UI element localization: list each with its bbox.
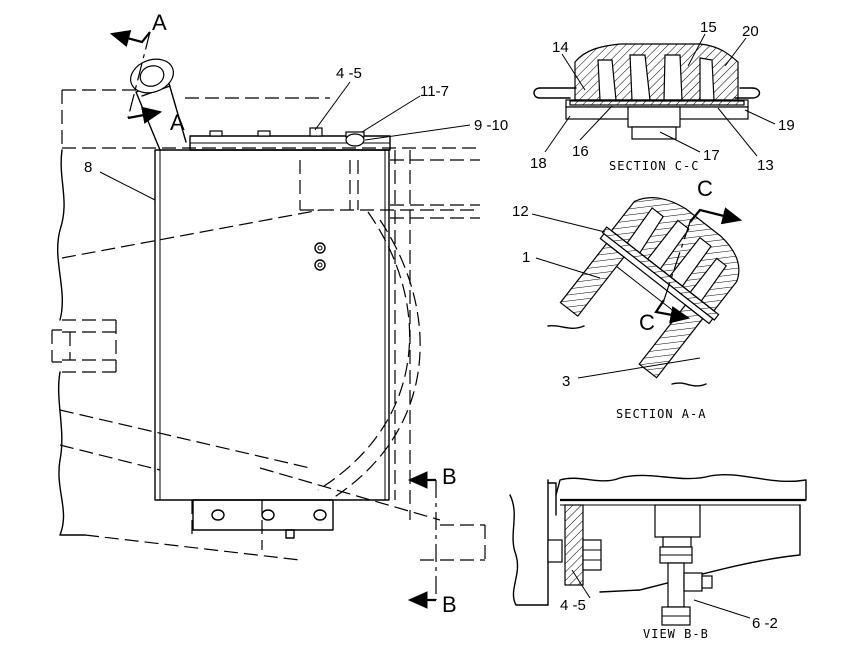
callout-20: 20: [742, 23, 759, 40]
callout-13: 13: [757, 157, 774, 174]
view-bb: [509, 473, 807, 626]
view-titles: SECTION C-C SECTION A-A VIEW B-B: [609, 159, 709, 641]
view-bb-title: VIEW B-B: [643, 627, 709, 641]
callout-4-5-top: 4 -5: [336, 65, 362, 82]
callout-4-5-bottom: 4 -5: [560, 597, 586, 614]
callout-8: 8: [84, 159, 92, 176]
section-marker-a-top: A: [152, 10, 167, 35]
callout-18: 18: [530, 155, 547, 172]
callout-19: 19: [778, 117, 795, 134]
section-cc-title: SECTION C-C: [609, 159, 699, 173]
section-marker-b-top: B: [442, 464, 457, 489]
section-cc-view: [533, 33, 776, 157]
callout-3: 3: [562, 373, 570, 390]
callout-14: 14: [552, 39, 569, 56]
callout-17: 17: [703, 147, 720, 164]
section-marker-b-bottom: B: [442, 592, 457, 617]
main-view: [51, 30, 486, 609]
section-aa-view: [531, 197, 743, 387]
section-marker-c-top: C: [697, 176, 713, 201]
section-markers: A A B B C C: [152, 10, 713, 617]
callout-15: 15: [700, 19, 717, 36]
section-aa-title: SECTION A-A: [616, 407, 706, 421]
callout-9-10: 9 -10: [474, 117, 508, 134]
section-marker-a-bottom: A: [170, 110, 185, 135]
callout-11-7: 11-7: [420, 83, 449, 100]
callout-6-2: 6 -2: [752, 615, 778, 632]
section-marker-c-bottom: C: [639, 310, 655, 335]
callout-12: 12: [512, 203, 529, 220]
callout-16: 16: [572, 143, 589, 160]
callout-labels: 4 -5 11-7 9 -10 8 14 15 20 19 18 16 17 1…: [84, 19, 795, 632]
callout-1: 1: [522, 249, 530, 266]
